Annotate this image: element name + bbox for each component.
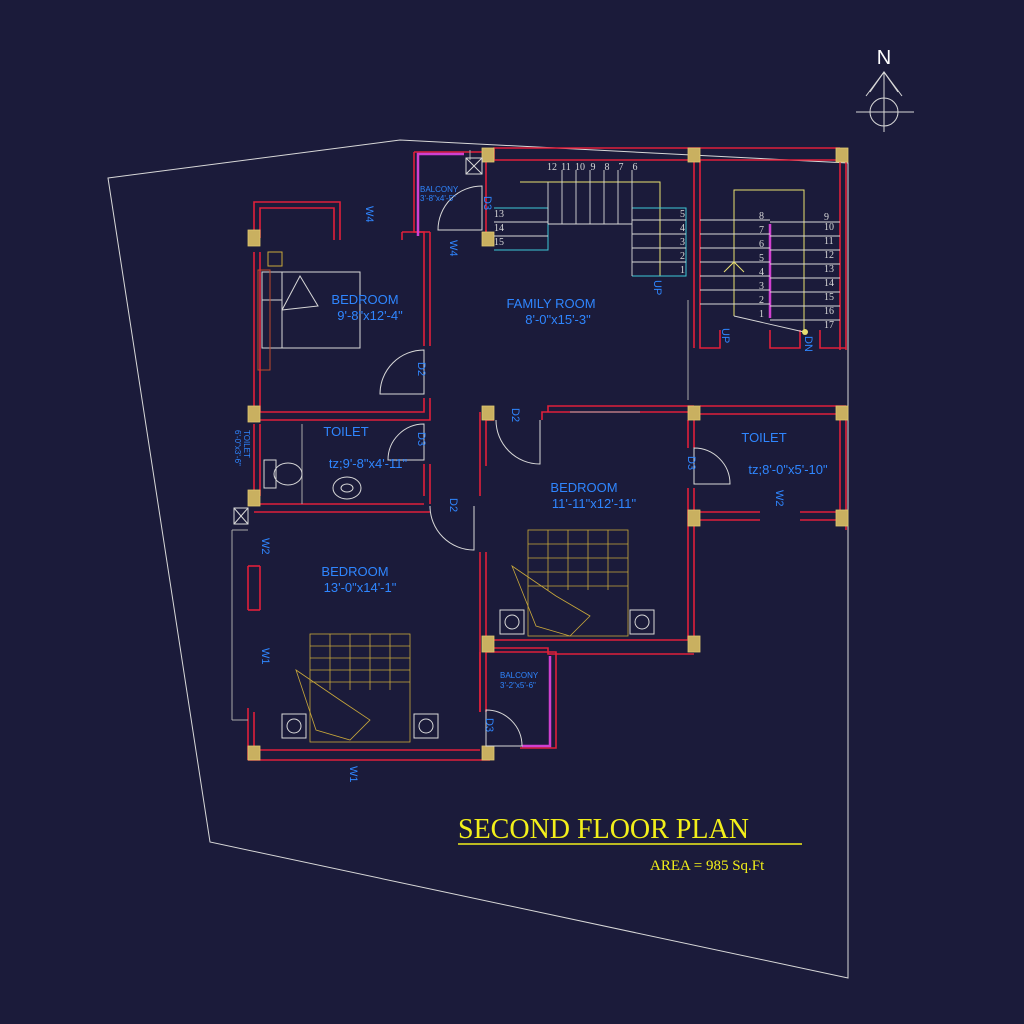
- svg-text:2: 2: [680, 251, 685, 262]
- stair-up: UP: [719, 328, 731, 343]
- bedroom2-size: 11'-11"x12'-11": [552, 496, 637, 511]
- bedroom1-name: BEDROOM: [331, 292, 398, 307]
- duct-icon: [233, 157, 483, 525]
- staircase-secondary: [700, 189, 840, 335]
- svg-text:3: 3: [680, 237, 685, 248]
- code-w2: W2: [259, 538, 271, 555]
- toilet-side-name: TOILET: [242, 430, 251, 458]
- code-w4: W4: [363, 206, 375, 223]
- svg-text:6: 6: [633, 162, 638, 173]
- north-label: N: [877, 47, 891, 69]
- svg-text:4: 4: [680, 223, 685, 234]
- bedroom1-size: 9'-8"x12'-4": [337, 308, 403, 323]
- svg-text:1: 1: [680, 265, 685, 276]
- svg-text:2: 2: [759, 295, 764, 306]
- family-room-name: FAMILY ROOM: [506, 296, 595, 311]
- svg-text:9: 9: [824, 212, 829, 223]
- code-d2: D2: [415, 362, 427, 376]
- code-w2: W2: [773, 490, 785, 507]
- bed-icon: [257, 251, 361, 371]
- svg-text:14: 14: [824, 278, 834, 289]
- site-boundary: [107, 139, 849, 979]
- balcony2-size: 3'-2"x5'-6": [500, 681, 536, 690]
- bed-icon: [499, 529, 655, 637]
- svg-text:12: 12: [547, 162, 557, 173]
- balcony1-name: BALCONY: [420, 185, 459, 194]
- svg-text:16: 16: [824, 306, 834, 317]
- svg-text:8: 8: [605, 162, 610, 173]
- bedroom3-size: 13'-0"x14'-1": [324, 580, 397, 595]
- code-d3: D3: [481, 196, 493, 210]
- code-d2: D2: [509, 408, 521, 422]
- code-d2: D2: [447, 498, 459, 512]
- svg-text:7: 7: [619, 162, 624, 173]
- code-d3: D3: [685, 456, 697, 470]
- svg-text:1: 1: [759, 309, 764, 320]
- bedroom2-name: BEDROOM: [550, 480, 617, 495]
- svg-text:13: 13: [494, 209, 504, 220]
- code-w1: W1: [347, 766, 359, 783]
- svg-text:5: 5: [759, 253, 764, 264]
- stair-dn: DN: [802, 336, 814, 352]
- walls: [247, 147, 847, 761]
- svg-text:12: 12: [824, 250, 834, 261]
- svg-text:6: 6: [759, 239, 764, 250]
- svg-text:3: 3: [759, 281, 764, 292]
- svg-text:17: 17: [824, 320, 834, 331]
- bed-icon: [281, 633, 439, 743]
- north-arrow-icon: N: [856, 47, 914, 132]
- svg-text:7: 7: [759, 225, 764, 236]
- svg-text:11: 11: [824, 236, 834, 247]
- svg-text:10: 10: [824, 222, 834, 233]
- stair-numbers: 12 11 10 9 8 7 6 13 14 15 5 4 3 2 1 8 7 …: [494, 162, 834, 331]
- balcony2-name: BALCONY: [500, 671, 539, 680]
- family-room-size: 8'-0"x15'-3": [525, 312, 591, 327]
- code-d3: D3: [415, 432, 427, 446]
- stair-up: UP: [651, 280, 663, 295]
- code-d3: D3: [483, 718, 495, 732]
- toilet-fixture-icon: [263, 459, 362, 500]
- svg-text:8: 8: [759, 211, 764, 222]
- svg-text:9: 9: [591, 162, 596, 173]
- balcony-rail: [522, 656, 552, 748]
- svg-text:11: 11: [561, 162, 571, 173]
- opening-codes: W4 W4 D3 D2 D3 D2 D2 D3 W2 W2 W1 W1 D3 D…: [259, 196, 814, 783]
- svg-text:5: 5: [680, 209, 685, 220]
- columns: [247, 147, 849, 761]
- doors: [379, 185, 731, 747]
- toilet2-size: tz;8'-0"x5'-10": [748, 462, 828, 477]
- plan-title: SECOND FLOOR PLAN: [458, 814, 749, 845]
- svg-text:13: 13: [824, 264, 834, 275]
- plan-area: AREA = 985 Sq.Ft: [650, 858, 765, 874]
- toilet1-size: tz;9'-8"x4'-11": [329, 456, 408, 471]
- toilet2-name: TOILET: [741, 430, 786, 445]
- svg-text:15: 15: [824, 292, 834, 303]
- svg-text:15: 15: [494, 237, 504, 248]
- toilet1-name: TOILET: [323, 424, 368, 439]
- toilet-side-size: 6'-0"x3'-6": [233, 430, 242, 466]
- svg-text:14: 14: [494, 223, 504, 234]
- staircase-main: [494, 170, 687, 277]
- partitions: [231, 150, 689, 721]
- balcony1-size: 3'-8"x4'-5": [420, 194, 456, 203]
- bedroom3-name: BEDROOM: [321, 564, 388, 579]
- balcony-rail: [416, 152, 464, 236]
- code-w4: W4: [447, 240, 459, 257]
- code-w1: W1: [259, 648, 271, 665]
- svg-text:4: 4: [759, 267, 764, 278]
- room-labels: BEDROOM 9'-8"x12'-4" FAMILY ROOM 8'-0"x1…: [233, 185, 828, 690]
- svg-text:10: 10: [575, 162, 585, 173]
